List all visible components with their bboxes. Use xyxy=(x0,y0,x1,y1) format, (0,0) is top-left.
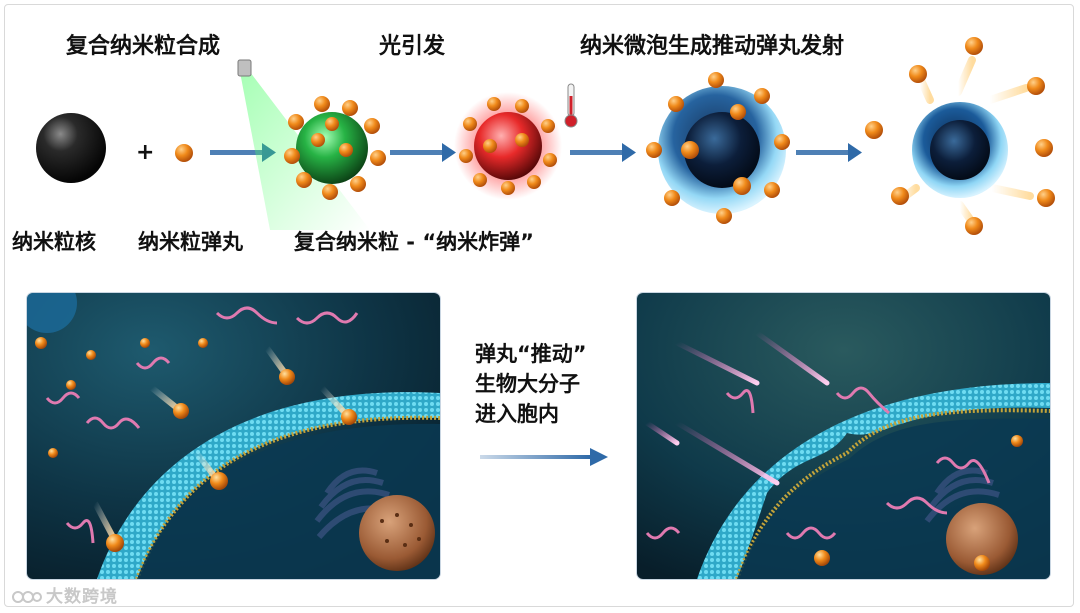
label-core: 纳米粒核 xyxy=(12,226,96,256)
composite-nanoparticle-red xyxy=(454,92,562,200)
arrow-2 xyxy=(390,150,442,155)
label-pellet: 纳米粒弹丸 xyxy=(138,226,243,256)
watermark-text: 大数跨境 xyxy=(46,587,118,607)
plus-sign: + xyxy=(136,140,154,165)
arrow-1 xyxy=(210,150,262,155)
nanoparticle-core xyxy=(36,113,106,183)
light-source-icon xyxy=(238,60,251,76)
thermometer-icon xyxy=(565,84,577,127)
arrow-3 xyxy=(570,150,622,155)
arrow-4 xyxy=(796,150,848,155)
pellet-launch xyxy=(865,37,1055,235)
middle-text-line-1: 弹丸“推动” xyxy=(475,338,587,368)
middle-arrow xyxy=(480,445,610,469)
nano-microbubble xyxy=(646,72,790,224)
cell-panel-after xyxy=(637,293,1050,579)
watermark-logo-icon xyxy=(12,588,42,606)
nanoparticle-pellet xyxy=(175,144,193,162)
watermark: 大数跨境 xyxy=(12,582,118,607)
label-composite: 复合纳米粒 - “纳米炸弹” xyxy=(294,226,534,256)
cell-panel-before xyxy=(27,293,440,579)
middle-text-line-3: 进入胞内 xyxy=(475,398,559,428)
middle-text-line-2: 生物大分子 xyxy=(475,368,580,398)
